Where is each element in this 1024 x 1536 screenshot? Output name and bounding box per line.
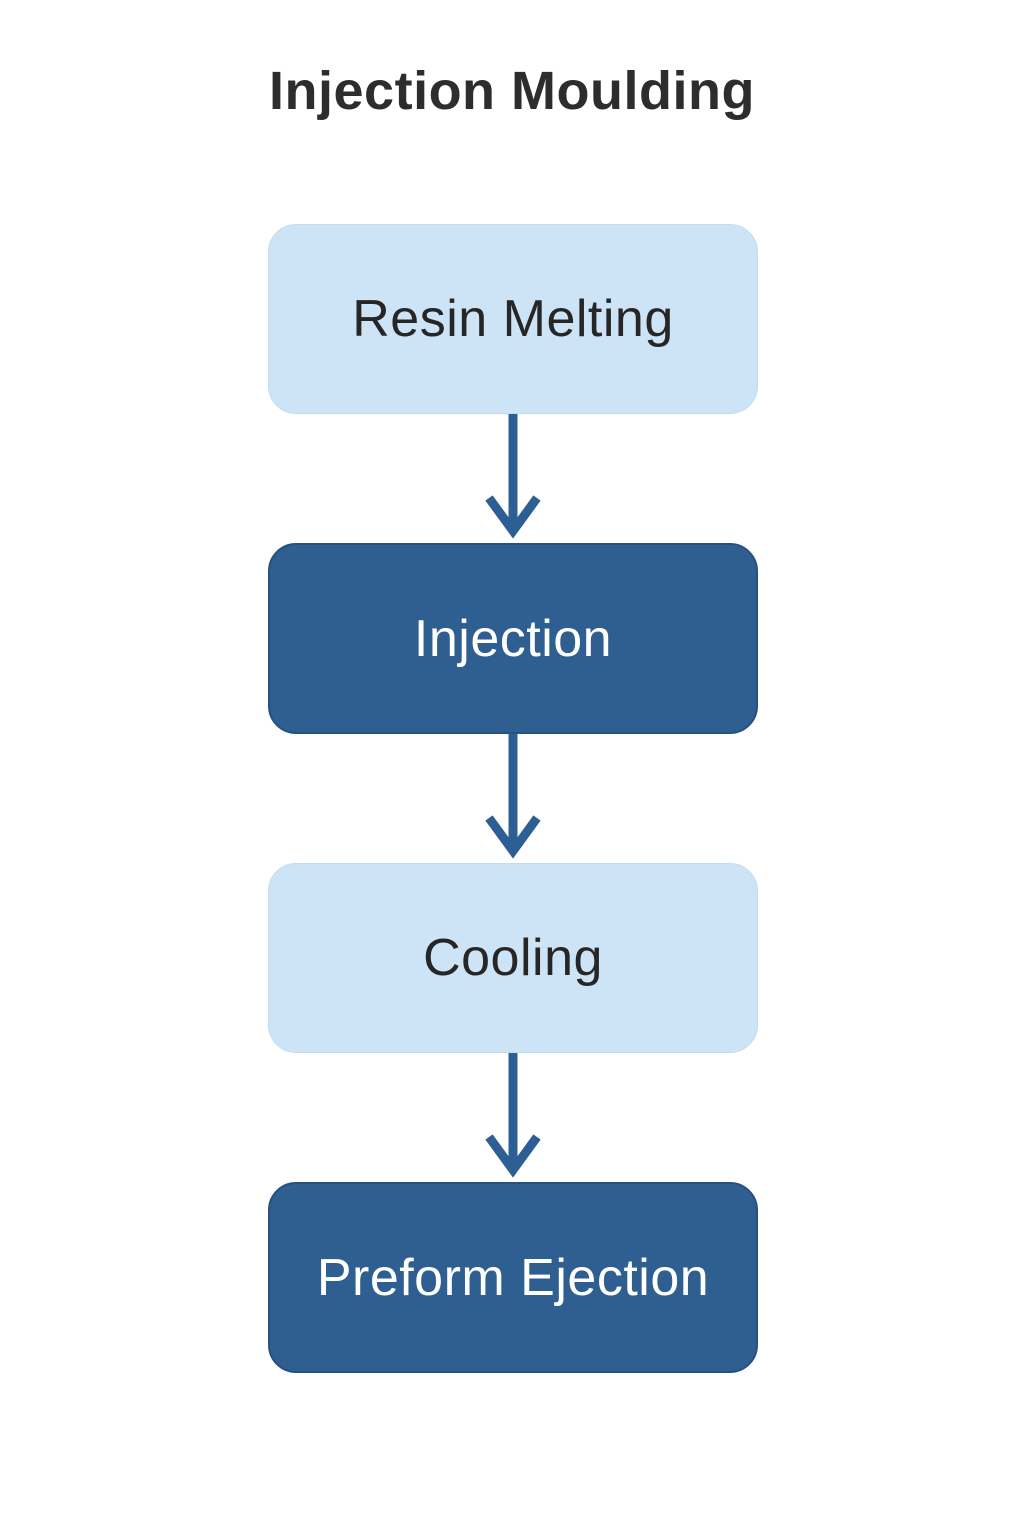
flow-node-preform-ejection: Preform Ejection — [268, 1182, 758, 1373]
arrow-down-icon — [485, 414, 541, 539]
flow-node-label: Cooling — [423, 929, 603, 987]
flow-node-cooling: Cooling — [268, 863, 758, 1053]
flow-node-injection: Injection — [268, 543, 758, 734]
flow-node-label: Resin Melting — [352, 290, 674, 348]
flow-node-label: Preform Ejection — [316, 1248, 710, 1307]
arrow-down-icon — [485, 1053, 541, 1178]
arrow-down-icon — [485, 734, 541, 859]
diagram-title: Injection Moulding — [269, 61, 755, 121]
flow-node-label: Injection — [413, 609, 613, 668]
flow-node-resin-melting: Resin Melting — [268, 224, 758, 414]
